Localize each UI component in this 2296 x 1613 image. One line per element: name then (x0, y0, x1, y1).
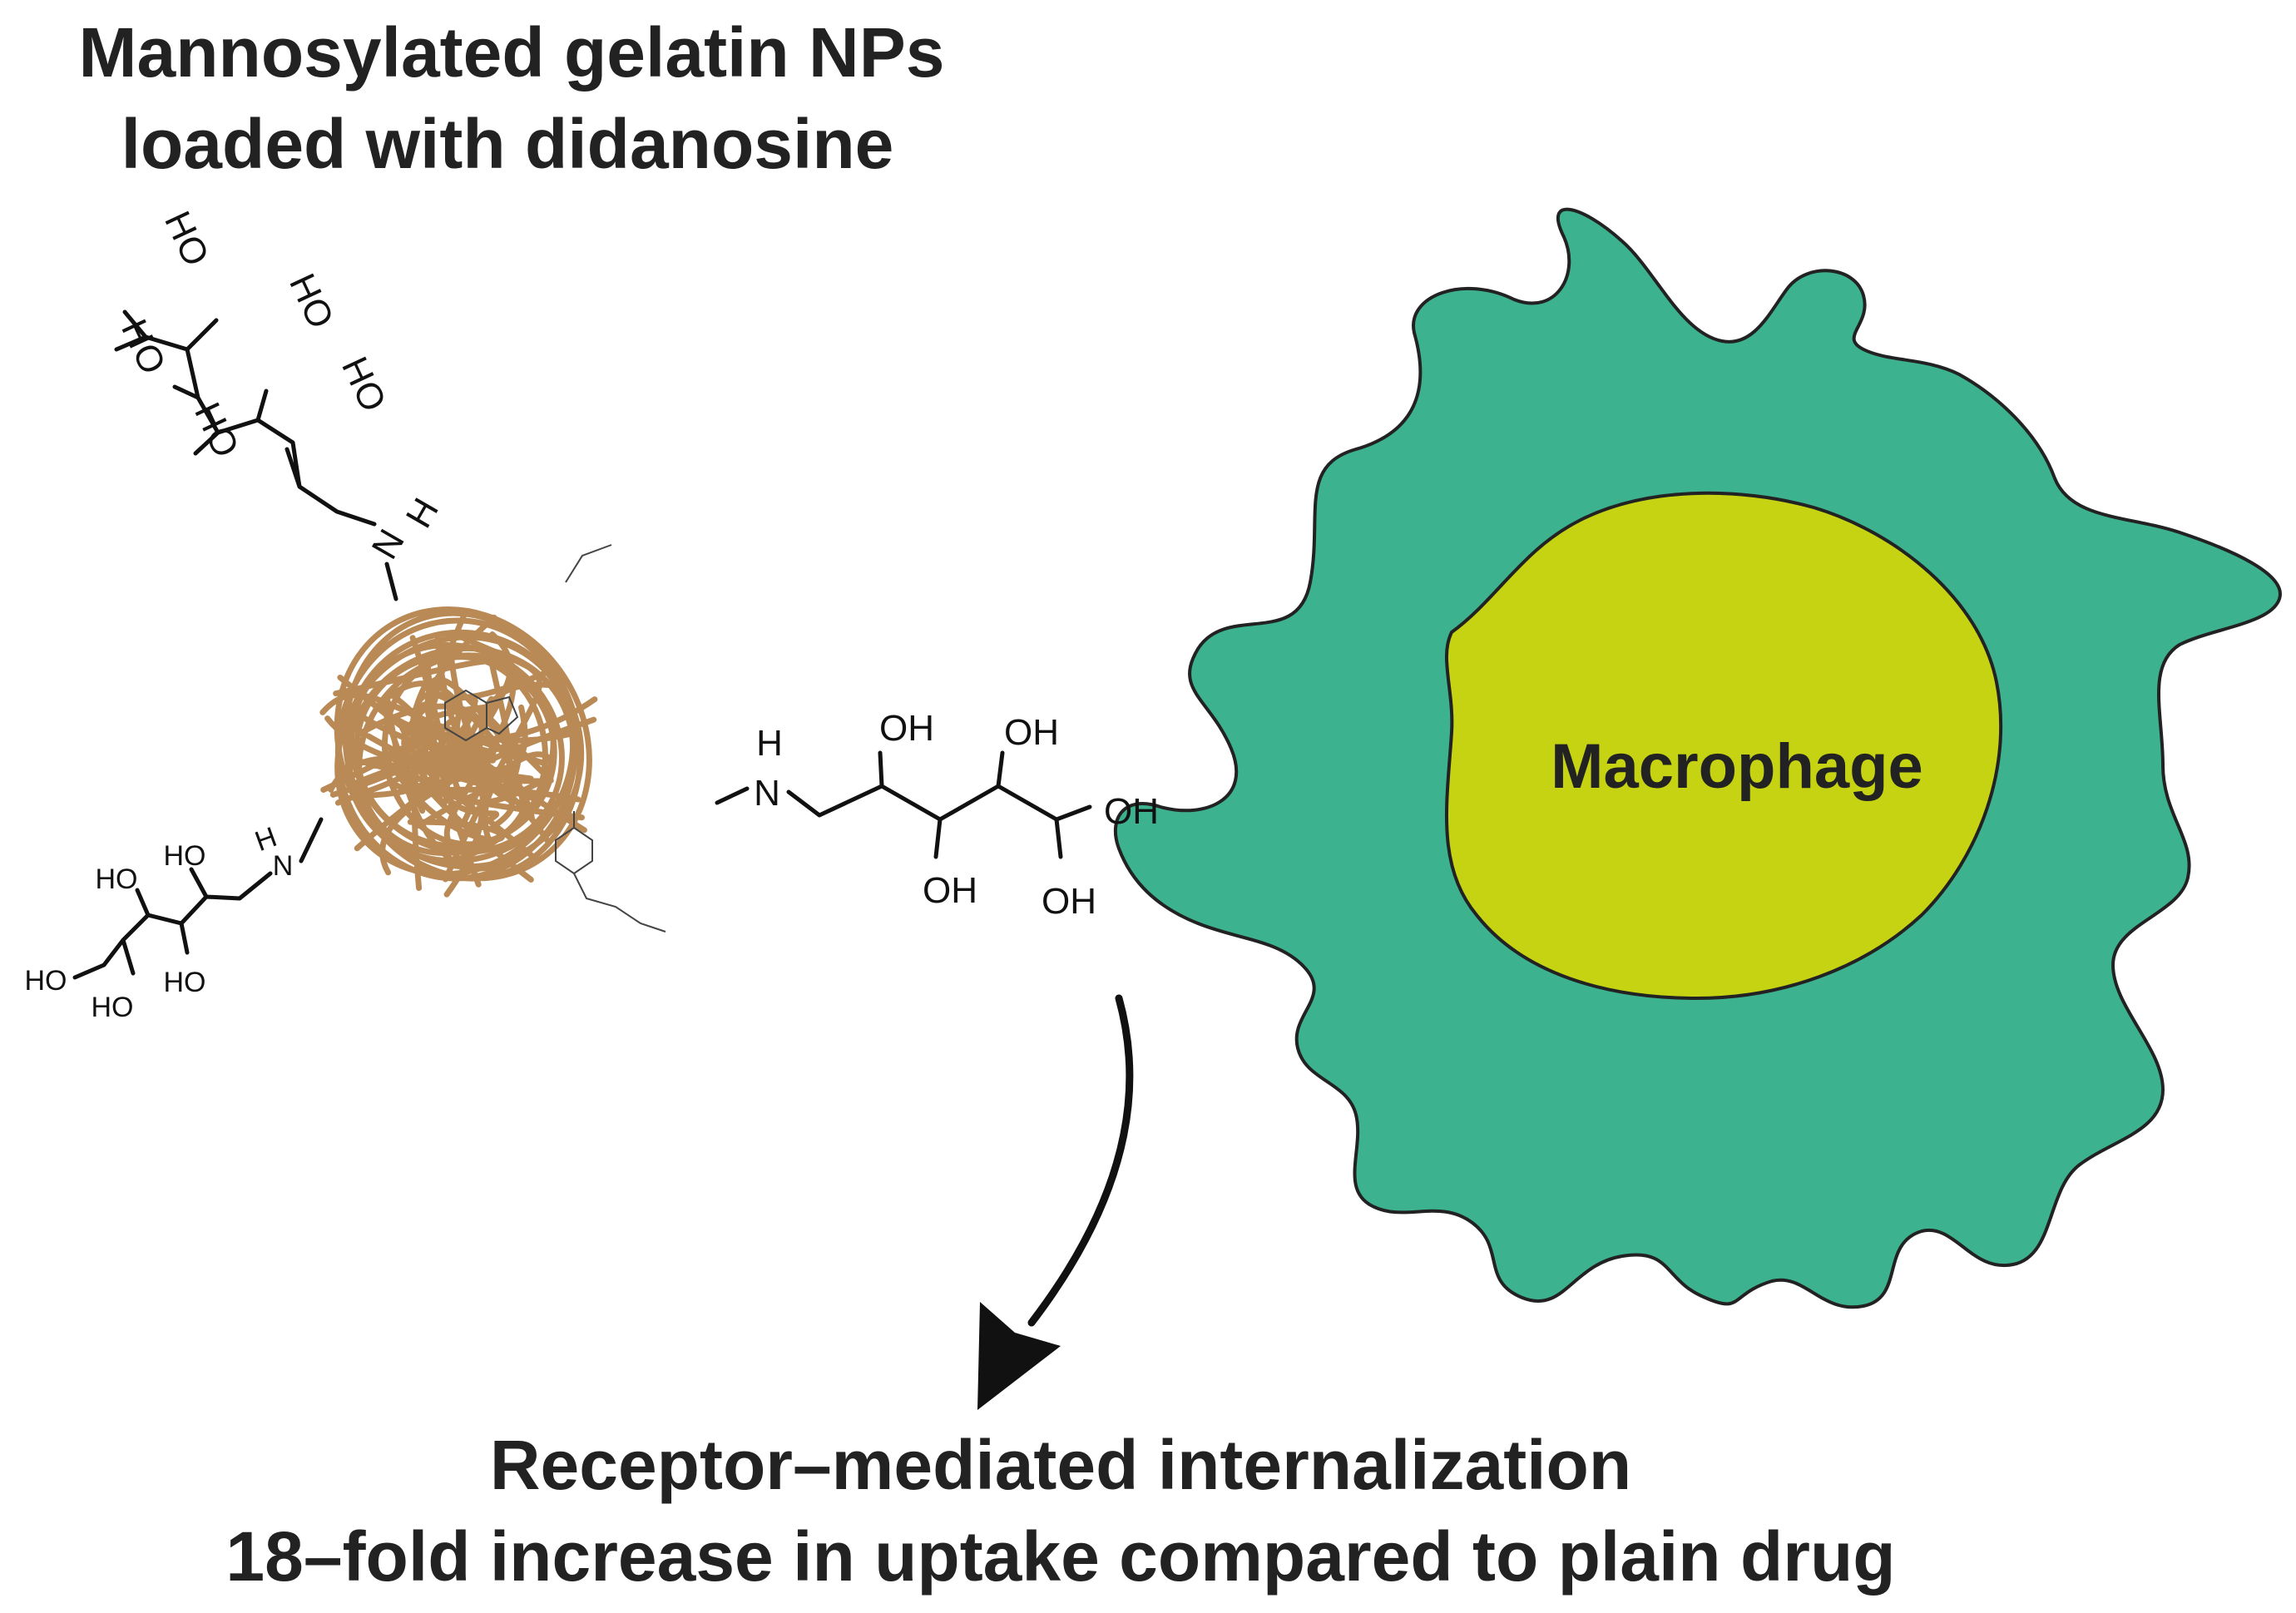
atom-oh-left-5: HO (92, 992, 134, 1023)
macrophage-nucleus (1444, 491, 2003, 1001)
atom-h-left: H (251, 821, 281, 858)
didanosine-structure (444, 544, 666, 933)
atom-oh-right-3: OH (1104, 791, 1159, 832)
bond-top (114, 309, 398, 601)
gelatin-strand (426, 716, 547, 805)
arrow-head (977, 1302, 1061, 1410)
macrophage-label: Macrophage (1551, 731, 1923, 802)
atom-oh-left-4: HO (25, 965, 67, 997)
atom-h-right: H (756, 723, 783, 764)
title-line-2: loaded with didanosine (121, 105, 894, 183)
footer-line-2: 18–fold increase in uptake compared to p… (225, 1517, 1895, 1596)
atom-oh-top-5: HO (334, 351, 393, 418)
atom-oh-right-5: OH (1042, 881, 1096, 922)
atom-h-top: H (398, 492, 447, 535)
gelatin-strand-loop (381, 654, 548, 848)
atom-oh-top-1: HO (156, 205, 216, 273)
arrow-shaft (1027, 994, 1134, 1327)
title-line-1: Mannosylated gelatin NPs (79, 13, 945, 92)
atom-n-left: N (273, 850, 294, 882)
atom-oh-left-2: HO (96, 863, 138, 895)
atom-n-top: N (364, 522, 413, 566)
atom-oh-right-2: OH (1004, 712, 1059, 753)
gelatin-strands (319, 606, 598, 898)
gelatin-strand (337, 661, 513, 784)
atom-oh-right-1: OH (879, 708, 934, 749)
footer-line-1: Receptor–mediated internalization (490, 1426, 1631, 1504)
mannose-chain-right: N H OH OH OH OH OH (715, 708, 1159, 922)
mannose-chain-top: N H HO HO HO HO HO (113, 205, 447, 601)
bond-right (715, 750, 1092, 859)
macrophage-cell: Macrophage (1113, 207, 2282, 1309)
gelatin-strand (413, 691, 526, 814)
curved-arrow-icon (977, 994, 1134, 1410)
atom-n-right: N (754, 773, 780, 814)
atom-oh-top-3: HO (281, 268, 341, 335)
atom-oh-left-1: HO (164, 840, 206, 872)
atom-oh-right-4: OH (923, 870, 977, 911)
bond-left (72, 817, 324, 980)
atom-oh-left-3: HO (164, 967, 206, 998)
mannose-chain-left: N H HO HO HO HO HO (25, 817, 324, 1023)
atom-oh-top-2: HO (113, 314, 173, 381)
gelatin-strand (425, 716, 597, 783)
gelatin-nanoparticle (319, 544, 666, 933)
